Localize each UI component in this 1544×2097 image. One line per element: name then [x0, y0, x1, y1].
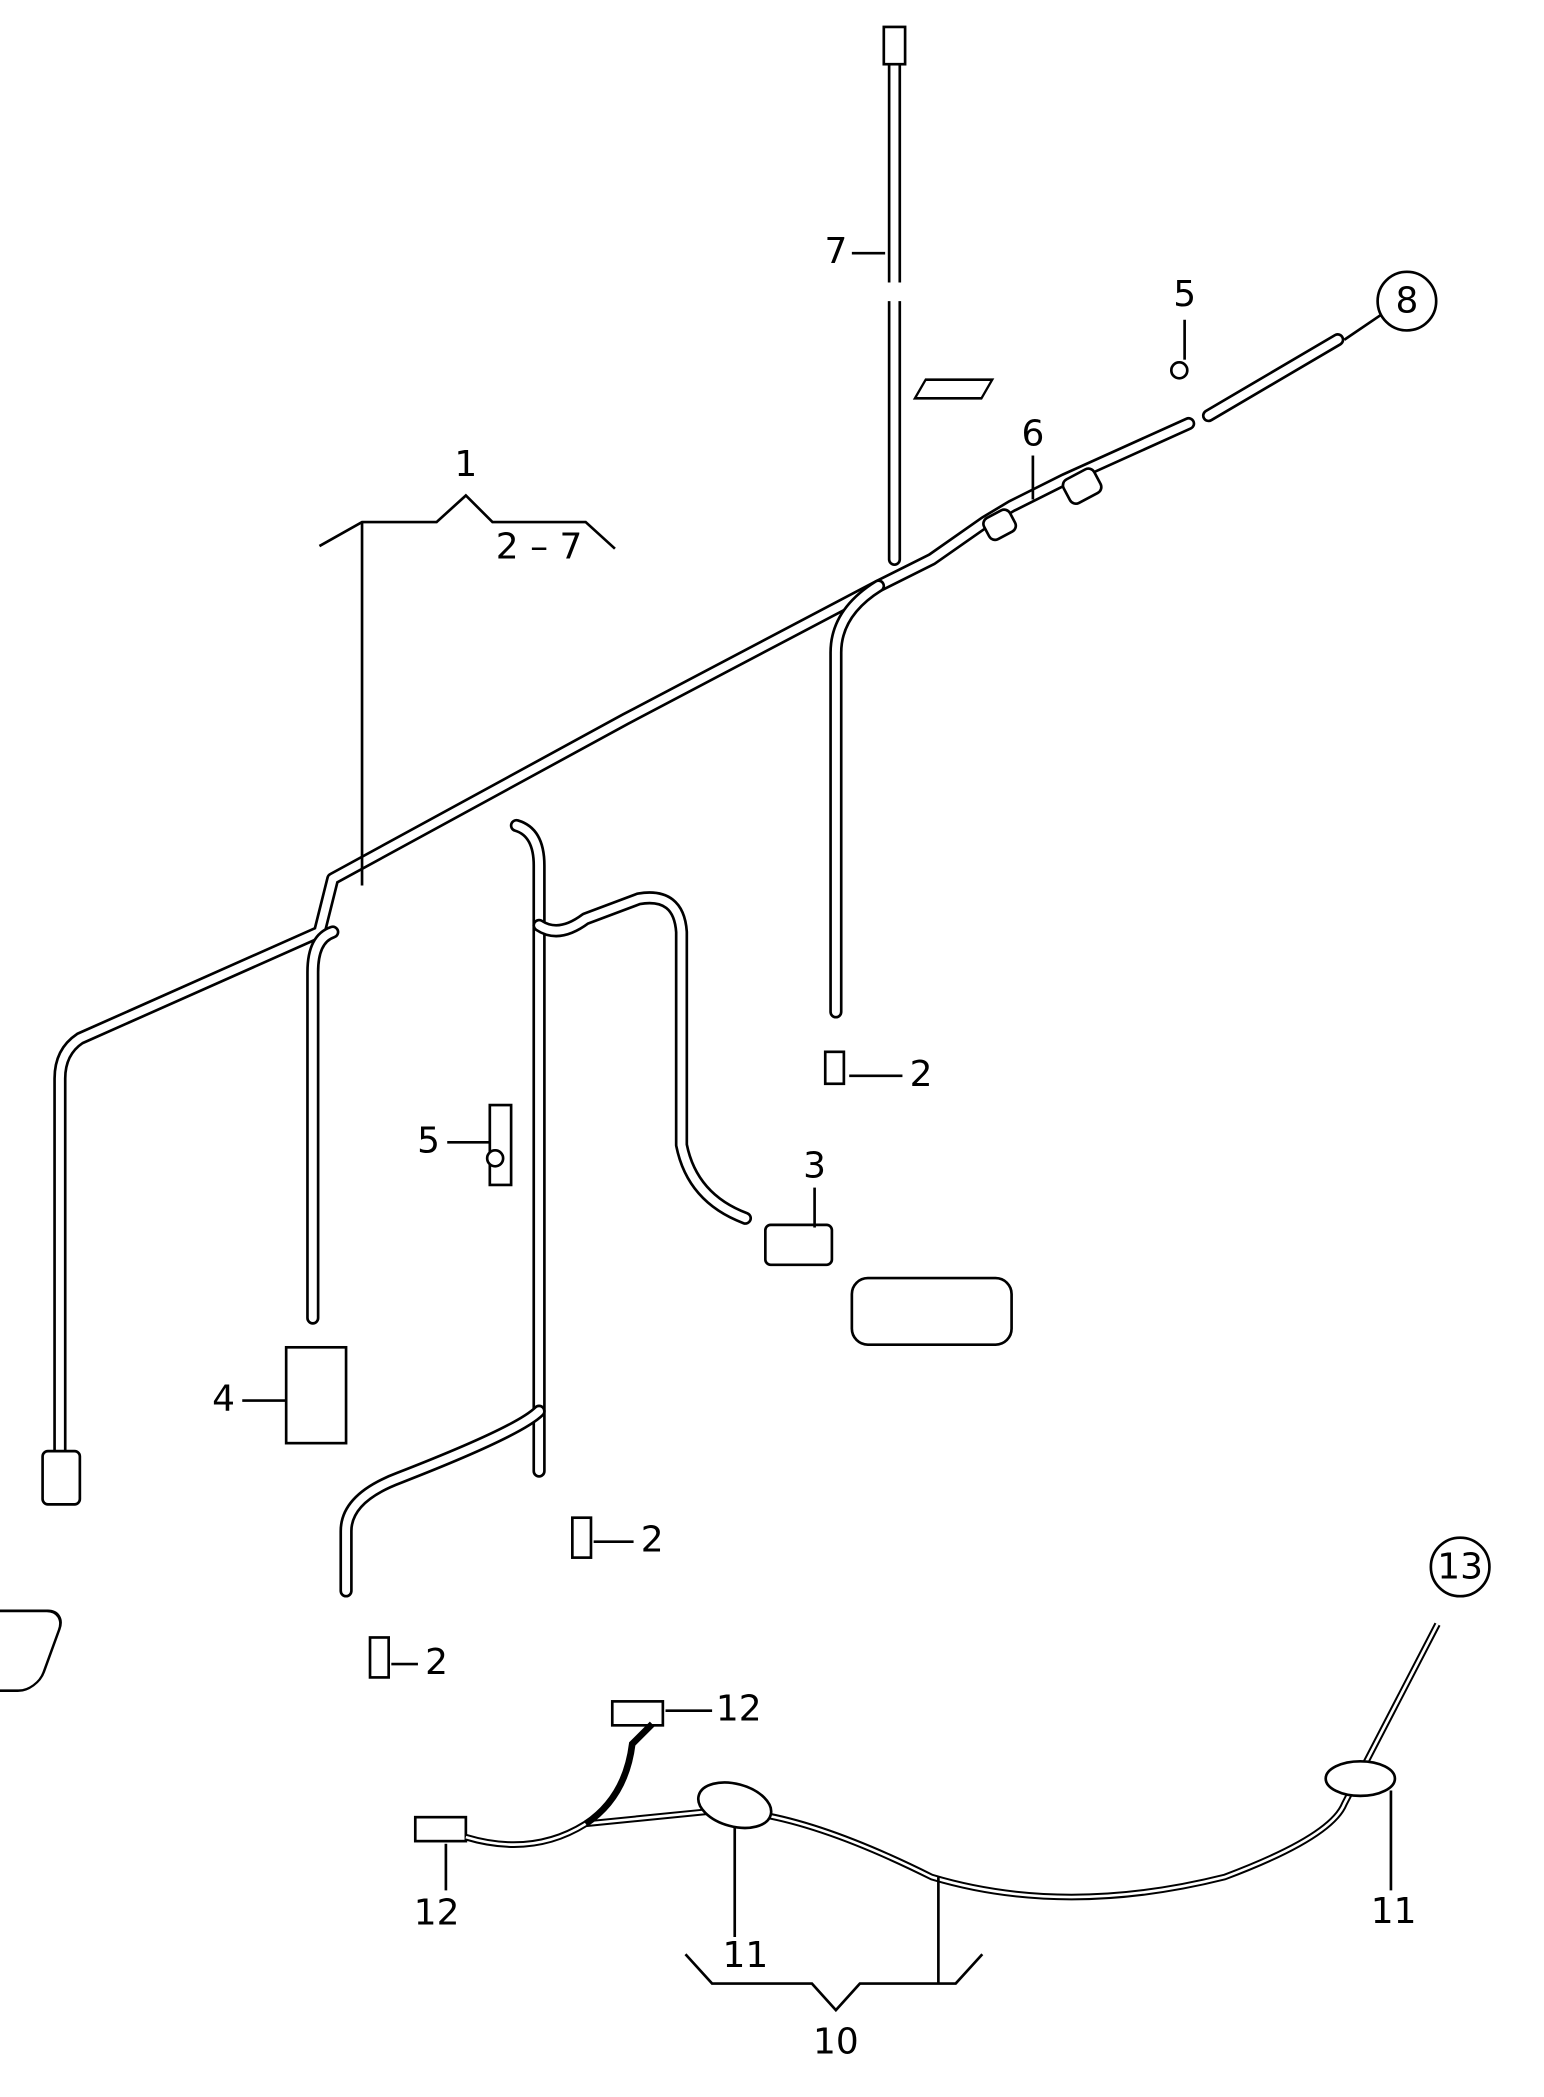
connector-2-right [823, 1050, 846, 1086]
callout-8: 8 [1395, 280, 1418, 321]
callout-5-mid: 5 [417, 1120, 440, 1161]
callout-11-left: 11 [723, 1935, 769, 1976]
callout-circle-13 [1429, 1536, 1491, 1598]
connector-top [882, 25, 907, 66]
connector-bottom-left [41, 1449, 82, 1506]
callout-12-top: 12 [716, 1689, 762, 1730]
lamp-housing [850, 1276, 1013, 1346]
main-harness [0, 25, 1441, 1901]
clip-5-top-stud [1169, 361, 1189, 380]
callout-labels: 7 5 8 6 1 2 – 7 2 5 3 4 2 2 12 12 13 11 … [212, 231, 1483, 2062]
callout-13: 13 [1437, 1546, 1483, 1587]
callout-2-right: 2 [910, 1054, 933, 1095]
callout-2-7: 2 – 7 [496, 527, 583, 568]
switch-3 [764, 1223, 834, 1267]
connector-12-top [610, 1700, 665, 1727]
grommet-6b [1061, 467, 1103, 505]
connector-12-bottom [413, 1815, 468, 1843]
connector-2-low [368, 1636, 390, 1679]
grommet-11-left [696, 1781, 773, 1830]
callout-6: 6 [1021, 414, 1044, 455]
callout-2-mid: 2 [641, 1520, 664, 1561]
licence-lamp-upper [0, 1609, 62, 1693]
callout-circle-8 [1376, 270, 1438, 332]
clip-5-mid [488, 1103, 513, 1187]
clip-5-stud [485, 1148, 505, 1168]
callout-11-right: 11 [1371, 1891, 1417, 1932]
callout-12-bottom: 12 [414, 1892, 460, 1933]
leader-lines [242, 251, 1491, 2013]
callout-10: 10 [813, 2021, 859, 2062]
clip-5-top [912, 378, 995, 400]
gap-cut [883, 282, 906, 302]
callout-2-low: 2 [425, 1642, 448, 1683]
callout-1: 1 [454, 444, 477, 485]
callout-5-top: 5 [1173, 274, 1196, 315]
control-unit-4 [284, 1345, 348, 1445]
callout-4: 4 [212, 1379, 235, 1420]
grommet-6a [982, 508, 1018, 542]
callout-3: 3 [803, 1146, 826, 1187]
connector-2-mid [571, 1516, 593, 1559]
callout-7: 7 [824, 231, 847, 272]
grommet-11-right [1324, 1759, 1397, 1798]
